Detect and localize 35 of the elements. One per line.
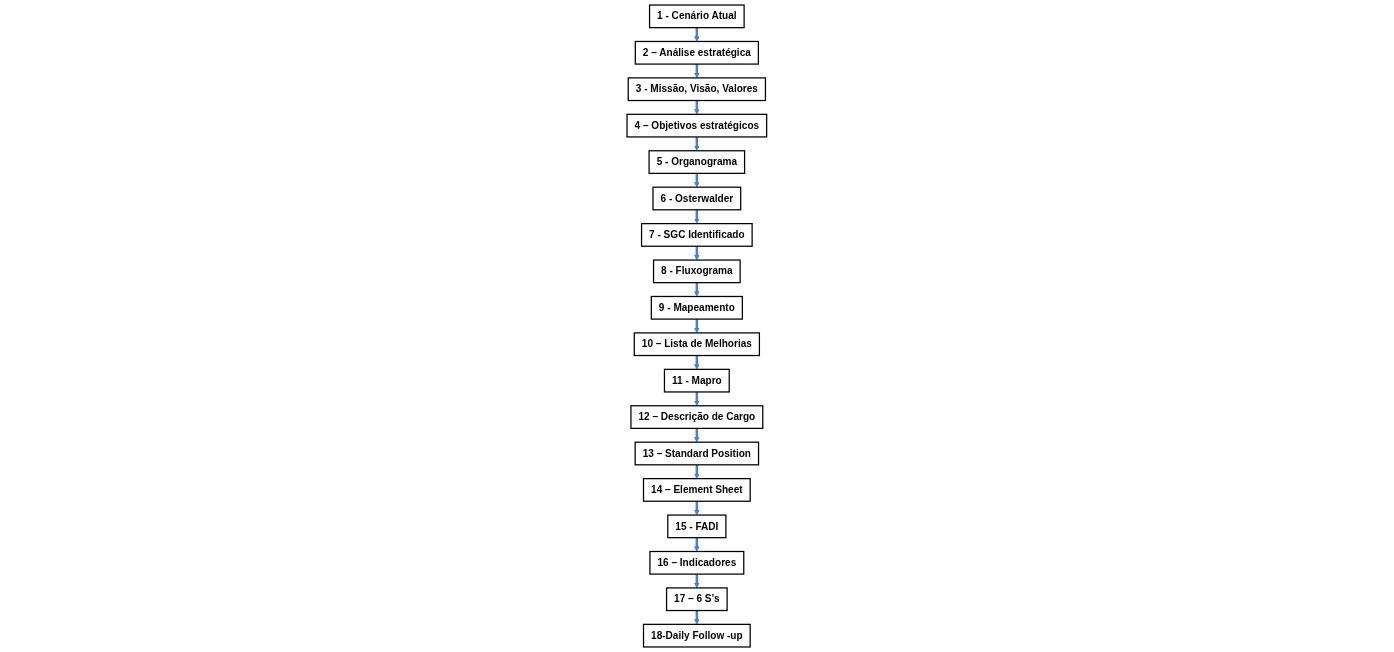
arrow (694, 282, 700, 297)
arrow (694, 501, 700, 516)
node-box: 13 – Standard Position (634, 441, 760, 466)
arrow (694, 136, 700, 151)
arrow (694, 100, 700, 115)
arrow (694, 27, 700, 42)
arrow (694, 391, 700, 406)
arrow (694, 464, 700, 479)
arrow (694, 246, 700, 261)
node-box: 6 - Osterwalder (652, 186, 742, 211)
arrow (694, 63, 700, 79)
arrow (694, 319, 700, 334)
node-box: 1 - Cenário Atual (649, 4, 745, 29)
node-box: 7 - SGC Identificado (641, 223, 753, 247)
node-box: 12 – Descrição de Cargo (630, 405, 764, 429)
node-box: 4 – Objetivos estratégicos (626, 113, 768, 138)
node-box: 3 - Missão, Visão, Valores (627, 77, 767, 102)
node-box: 5 - Organograma (648, 150, 746, 174)
node-box: 15 - FADI (667, 514, 727, 539)
node-box: 10 – Lista de Melhorias (633, 332, 761, 357)
node-box: 17 – 6 S’s (666, 587, 728, 612)
node-box: 18-Daily Follow -up (643, 623, 751, 648)
node-box: 14 – Element Sheet (643, 478, 751, 502)
arrow (694, 209, 700, 224)
arrow (694, 537, 700, 552)
arrow (694, 574, 700, 589)
arrow (694, 610, 700, 625)
arrow (694, 173, 700, 188)
node-box: 8 - Fluxograma (653, 259, 741, 284)
node-box: 11 - Mapro (664, 368, 730, 393)
node-box: 16 – Indicadores (649, 550, 745, 575)
node-box: 9 - Mapeamento (650, 295, 744, 320)
node-box: 2 – Análise estratégica (634, 40, 760, 65)
arrow (694, 355, 700, 370)
arrow (694, 428, 700, 443)
